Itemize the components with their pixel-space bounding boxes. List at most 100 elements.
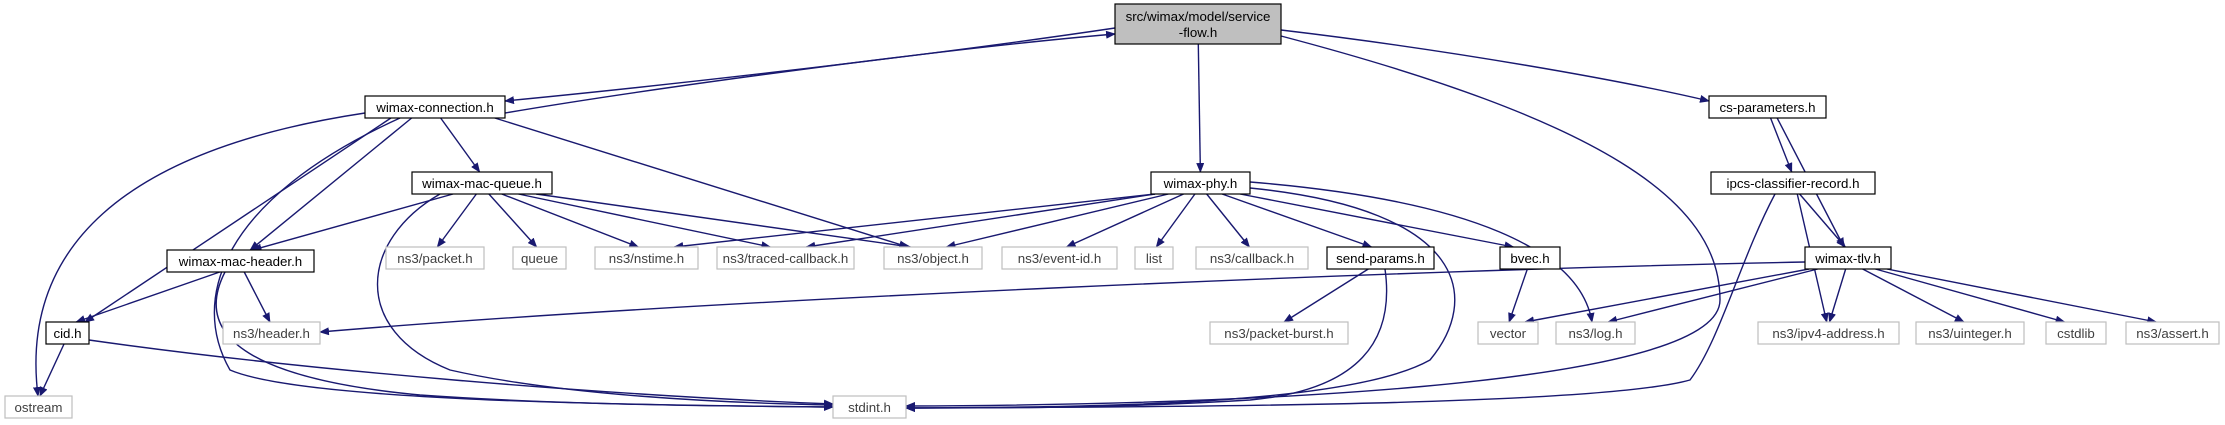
node-box [1710, 171, 1876, 195]
node-label: ns3/packet-burst.h [1224, 326, 1333, 341]
node-label: list [1146, 251, 1163, 266]
node-wimax-mac-queue[interactable]: wimax-mac-queue.h [411, 171, 553, 195]
node-ns3-packet-burst: ns3/packet-burst.h [1209, 321, 1349, 345]
node-cid[interactable]: cid.h [45, 321, 90, 345]
edge-wimax-connection-to-ns3-object [494, 117, 910, 249]
edge-wimax-phy-to-ns3-log [1249, 181, 1595, 323]
edge-wimax-connection-to-root [504, 30, 1116, 114]
node-box [1555, 321, 1636, 345]
node-box [2045, 321, 2107, 345]
node-box [832, 395, 907, 419]
node-label: bvec.h [1510, 251, 1549, 266]
node-ostream: ostream [4, 395, 73, 419]
edge-wimax-phy-to-send-params [1221, 193, 1373, 248]
node-label: wimax-connection.h [375, 100, 494, 115]
node-wimax-connection[interactable]: wimax-connection.h [364, 95, 506, 119]
node-label: -flow.h [1179, 25, 1217, 40]
node-label: ns3/ipv4-address.h [1772, 326, 1884, 341]
node-label: wimax-mac-queue.h [421, 176, 542, 191]
node-ns3-packet: ns3/packet.h [385, 246, 485, 270]
node-label: ns3/event-id.h [1018, 251, 1102, 266]
node-ns3-ipv4-address: ns3/ipv4-address.h [1757, 321, 1900, 345]
edge-cs-parameters-to-ipcs-classifier-record [1769, 117, 1793, 173]
node-label: ostream [14, 400, 62, 415]
node-wimax-phy[interactable]: wimax-phy.h [1150, 171, 1251, 195]
node-ipcs-classifier-record[interactable]: ipcs-classifier-record.h [1710, 171, 1876, 195]
edge-wimax-phy-to-bvec [1239, 193, 1515, 250]
node-box [716, 246, 855, 270]
node-box [45, 321, 90, 345]
node-label: vector [1490, 326, 1527, 341]
node-box [1708, 95, 1827, 119]
edge-root-to-wimax-phy [1196, 43, 1205, 173]
node-box [1804, 246, 1892, 270]
node-cstdlib: cstdlib [2045, 321, 2107, 345]
edge-wimax-tlv-to-vector [1524, 268, 1810, 325]
node-box [1134, 246, 1174, 270]
node-wimax-tlv[interactable]: wimax-tlv.h [1804, 246, 1892, 270]
node-label: cs-parameters.h [1719, 100, 1815, 115]
node-root[interactable]: src/wimax/model/service-flow.h [1114, 3, 1282, 45]
node-box [594, 246, 699, 270]
node-send-params[interactable]: send-params.h [1326, 246, 1435, 270]
node-box [4, 395, 73, 419]
node-queue: queue [512, 246, 567, 270]
node-box [1326, 246, 1435, 270]
edge-layer [32, 27, 2158, 412]
edge-wimax-mac-queue-to-ns3-traced-callback [518, 193, 772, 250]
node-label: wimax-tlv.h [1814, 251, 1881, 266]
edge-wimax-phy-to-stdint [905, 187, 1456, 412]
node-box [364, 95, 506, 119]
edge-wimax-mac-queue-to-ns3-object [536, 193, 912, 250]
node-label: ns3/object.h [897, 251, 969, 266]
edge-wimax-phy-to-ns3-traced-callback [805, 193, 1156, 250]
node-label: stdint.h [848, 400, 891, 415]
node-box [222, 321, 321, 345]
node-ns3-nstime: ns3/nstime.h [594, 246, 699, 270]
node-box [1209, 321, 1349, 345]
edge-ipcs-classifier-record-to-wimax-tlv [1799, 193, 1846, 248]
node-box [1195, 246, 1309, 270]
edge-send-params-to-ns3-packet-burst [1283, 268, 1369, 323]
node-label: queue [521, 251, 558, 266]
node-label: ns3/callback.h [1210, 251, 1294, 266]
edge-wimax-connection-to-cid [84, 117, 392, 323]
node-label: src/wimax/model/service [1126, 9, 1271, 24]
edge-wimax-tlv-to-cstdlib [1875, 268, 2066, 324]
node-box [411, 171, 553, 195]
node-wimax-mac-header[interactable]: wimax-mac-header.h [166, 249, 315, 273]
node-box [883, 246, 983, 270]
edge-wimax-connection-to-wimax-mac-queue [440, 117, 481, 173]
edge-wimax-connection-to-ostream [32, 112, 366, 397]
edge-wimax-phy-to-ns3-object [945, 193, 1169, 249]
node-label: ipcs-classifier-record.h [1726, 176, 1859, 191]
edge-cid-to-stdint [88, 339, 834, 408]
edge-wimax-tlv-to-ns3-assert [1886, 268, 2158, 325]
node-box [1001, 246, 1118, 270]
edge-wimax-tlv-to-ns3-uinteger [1862, 268, 1965, 323]
node-ns3-uinteger: ns3/uinteger.h [1915, 321, 2025, 345]
node-label: ns3/log.h [1569, 326, 1623, 341]
edge-root-to-cs-parameters [1280, 29, 1710, 103]
node-ns3-header: ns3/header.h [222, 321, 321, 345]
edge-wimax-mac-queue-to-stdint [376, 193, 834, 409]
node-ns3-object: ns3/object.h [883, 246, 983, 270]
edge-wimax-tlv-to-ns3-ipv4-address [1828, 268, 1847, 323]
edge-bvec-to-vector [1508, 268, 1529, 323]
node-cs-parameters[interactable]: cs-parameters.h [1708, 95, 1827, 119]
node-bvec[interactable]: bvec.h [1499, 246, 1561, 270]
node-stdint: stdint.h [832, 395, 907, 419]
edge-wimax-mac-queue-to-wimax-mac-header [251, 193, 454, 252]
edge-wimax-mac-header-to-cid [75, 271, 220, 323]
node-label: wimax-mac-header.h [178, 254, 302, 269]
node-label: wimax-phy.h [1163, 176, 1238, 191]
edge-wimax-phy-to-ns3-nstime [673, 193, 1156, 250]
edge-wimax-mac-queue-to-queue [488, 193, 538, 248]
edge-wimax-phy-to-ns3-callback [1206, 193, 1251, 248]
node-label: send-params.h [1336, 251, 1425, 266]
node-box [1915, 321, 2025, 345]
edge-wimax-mac-header-to-ns3-header [243, 271, 271, 323]
node-box [1114, 3, 1282, 45]
node-label: ns3/packet.h [397, 251, 472, 266]
